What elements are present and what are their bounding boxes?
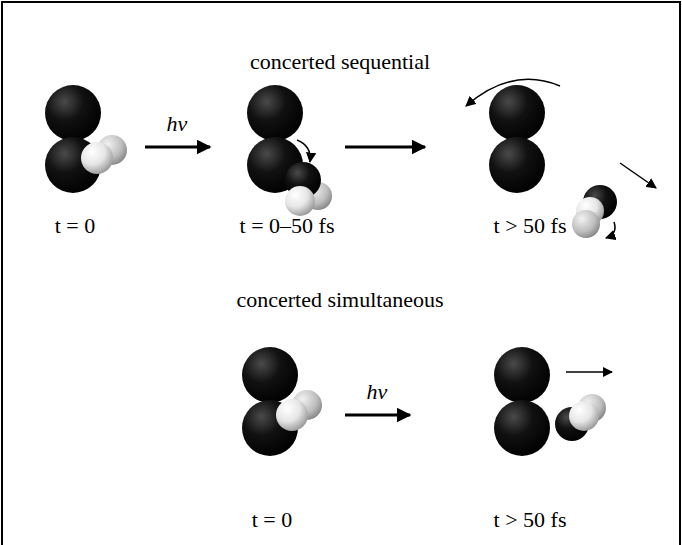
fragments-sequential: [489, 85, 617, 238]
heavy-atom: [489, 137, 545, 193]
rotation-arrow: [297, 140, 310, 162]
photon-label: hν: [367, 380, 388, 404]
rotation-arrow: [606, 222, 615, 238]
time-label: t = 0–50 fs: [240, 214, 335, 238]
photon-arrow: [145, 146, 210, 149]
heavy-atom: [242, 347, 298, 403]
time-label: t = 0: [55, 214, 96, 238]
time-label: t > 50 fs: [494, 508, 567, 532]
reaction-arrow: [345, 146, 425, 149]
heavy-atom: [247, 85, 303, 141]
heavy-atom: [489, 85, 545, 141]
light-atom: [572, 210, 600, 238]
rotation-arrow: [466, 79, 560, 106]
light-atom: [285, 186, 315, 216]
translation-arrow: [566, 371, 612, 373]
heavy-atom: [45, 85, 101, 141]
molecule-initial: [45, 85, 127, 193]
time-label: t = 0: [252, 508, 293, 532]
heavy-atom: [494, 347, 550, 403]
light-atom: [569, 401, 599, 431]
translation-arrow: [620, 163, 656, 188]
photon-arrow: [345, 414, 410, 417]
light-atom: [276, 399, 308, 431]
heavy-atom: [494, 400, 550, 456]
time-label: t > 50 fs: [494, 214, 567, 238]
section-heading: concerted sequential: [250, 50, 430, 74]
fragments-simultaneous: [494, 347, 606, 456]
section-heading: concerted simultaneous: [236, 288, 443, 312]
light-atom: [81, 142, 113, 174]
photon-label: hν: [167, 112, 188, 136]
molecule-rotating: [247, 85, 332, 216]
molecule-initial: [242, 347, 322, 456]
